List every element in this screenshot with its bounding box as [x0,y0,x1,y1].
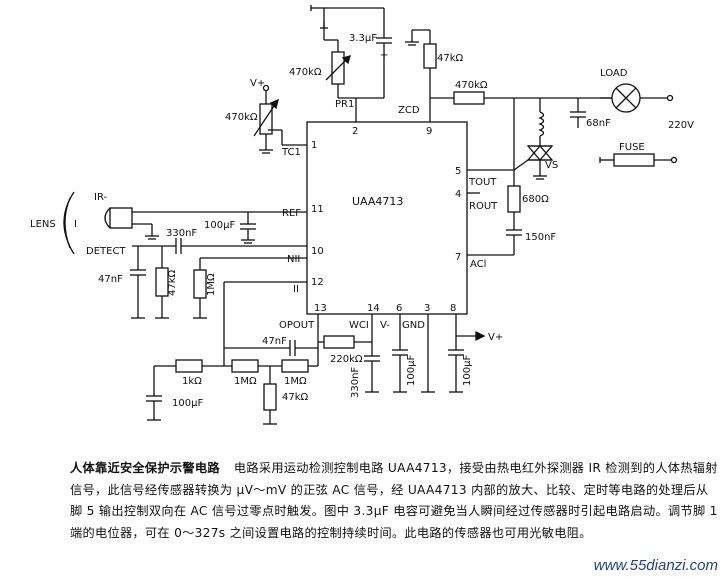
label-plus: + [380,50,388,61]
ir-detector-icon [109,207,133,229]
label-cap-47n: 47nF [98,274,123,285]
pin-num-1: 1 [311,140,317,151]
pin-label-rout: ROUT [469,201,498,212]
label-lens: LENS [30,219,56,230]
pin-label-tout: TOUT [468,177,497,188]
pin-num-8: 8 [450,303,456,314]
label-pot-470k-top: 470kΩ [289,67,322,78]
label-load: LOAD [600,68,628,79]
label-vs: VS [545,160,558,171]
pin-label-zcd: ZCD [398,105,420,116]
caption-title: 人体靠近安全保护示警电路 [70,461,220,475]
resistor-220k [323,335,355,349]
label-r-220k: 220kΩ [330,354,363,365]
label-r-1m-c: 1MΩ [284,376,307,387]
triac-icon [526,145,554,161]
label-cap-100u-ref: 100μF [204,220,235,231]
ic-uaa4713-body [306,121,468,315]
label-r-47k-a: 47kΩ [167,269,178,296]
label-r-47k-zcd: 47kΩ [437,53,464,64]
label-cap-3u3: 3.3μF [349,33,377,44]
label-cap-68n: 68nF [586,118,611,129]
pin-label-acl: ACl [470,259,486,270]
pin-label-opout: OPOUT [279,320,315,331]
pin-label-nii: NII [287,254,300,265]
pin-num-9: 9 [426,126,432,137]
pin-label-v: V- [380,320,390,331]
label-vplus-right: V+ [488,332,503,343]
inductor-icon [538,111,545,137]
pin-label-gnd: GND [402,320,425,331]
label-cap-150n: 150nF [525,232,556,243]
label-cap-330n: 330nF [166,228,197,239]
pin-label-wci: WCI [349,320,369,331]
label-lens-i: I [74,219,77,230]
pin-num-10: 10 [311,246,324,257]
pin-num-14: 14 [367,303,380,314]
label-r-1k: 1kΩ [182,376,202,387]
label-detect: DETECT [86,246,126,257]
pin-label-ii: II [293,284,299,295]
label-cap-330n-b: 330nF [350,367,361,398]
pin-num-5: 5 [455,166,461,177]
label-r-47k-b: 47kΩ [282,392,309,403]
label-r-1m-b: 1MΩ [234,376,257,387]
resistor-470k-series [453,91,485,105]
lens-icon [63,191,75,255]
label-cap-100u-v2: 100μF [462,355,473,386]
label-r-680: 680Ω [522,194,549,205]
resistor-47k-zcd [423,43,437,69]
pin-num-3: 3 [424,303,430,314]
label-pot-470k-tc: 470kΩ [225,112,258,123]
pin-num-2: 2 [352,126,358,137]
label-220v: 220V [668,120,694,131]
pin-label-tc1: TC1 [281,147,301,158]
resistor-1m-a [193,269,207,299]
fuse-icon [613,153,655,167]
pin-num-11: 11 [311,204,324,215]
label-cap-47n-b: 47nF [262,336,287,347]
pin-num-7: 7 [455,252,461,263]
label-cap-100u-b: 100μF [172,398,203,409]
resistor-680 [507,185,521,213]
figure-caption: 人体靠近安全保护示警电路电路采用运动检测控制电路 UAA4713，接受由热电红外… [70,458,718,544]
resistor-47k-b [263,383,277,411]
resistor-1m-c [281,359,309,373]
resistor-1k [175,359,203,373]
ic-name: UAA4713 [352,195,403,208]
label-cap-100u-v: 100μF [406,355,417,386]
caption-body: 电路采用运动检测控制电路 UAA4713，接受由热电红外探测器 IR 检测到的人… [70,461,718,540]
pin-num-6: 6 [396,303,402,314]
pin-num-12: 12 [311,277,324,288]
pin-num-13: 13 [314,303,327,314]
resistor-1m-b [231,359,259,373]
circuit-schematic: UAA4713 2 9 1 11 10 12 13 14 6 3 8 5 4 7… [30,5,694,425]
label-r-470k-series: 470kΩ [455,80,488,91]
label-ir: IR- [94,192,107,203]
pin-label-ref: REF [282,208,301,219]
pin-num-4: 4 [455,189,461,200]
label-r-1m-a: 1MΩ [206,273,217,296]
watermark-text: www.55dianzi.com [593,557,718,574]
label-vplus-left: V+ [250,78,265,89]
label-fuse: FUSE [619,142,645,153]
pin-label-pr1: PR1 [335,99,354,110]
